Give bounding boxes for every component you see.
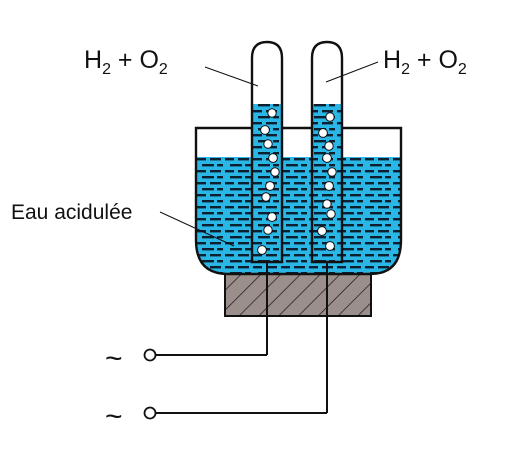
gas-label-right: H2 + O2 bbox=[383, 46, 467, 78]
right-test-tube bbox=[310, 40, 344, 264]
right-bubbles bbox=[317, 112, 337, 251]
ac-symbol-top: ~ bbox=[105, 342, 123, 375]
left-bubbles bbox=[257, 108, 280, 255]
left-gas-leader bbox=[204, 66, 259, 87]
gas-label-left: H2 + O2 bbox=[84, 46, 168, 78]
water-dashes bbox=[196, 157, 401, 274]
water-label: Eau acidulée bbox=[11, 201, 132, 224]
base-block bbox=[224, 271, 372, 317]
top-terminal bbox=[143, 348, 157, 362]
water-leader bbox=[159, 211, 235, 247]
bottom-terminal bbox=[143, 406, 157, 420]
beaker-outline bbox=[194, 126, 403, 276]
right-gas-leader bbox=[325, 61, 379, 83]
ac-symbol-bottom: ~ bbox=[105, 400, 123, 433]
